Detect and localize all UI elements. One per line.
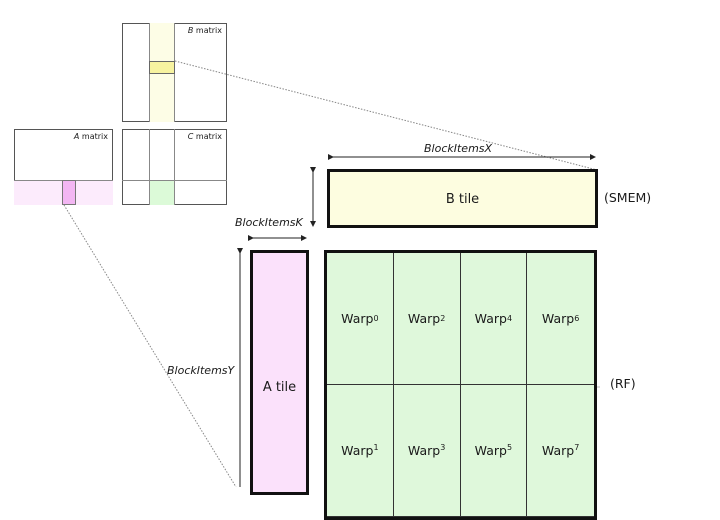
b-tile-label: B tile bbox=[445, 192, 480, 207]
b-matrix-highlight-block bbox=[149, 61, 175, 74]
rf-label: (RF) bbox=[610, 376, 636, 391]
b-matrix: B matrix bbox=[122, 23, 227, 122]
a-tile: A tile bbox=[250, 250, 309, 495]
a-tile-label: A tile bbox=[262, 380, 297, 395]
b-tile: B tile bbox=[327, 169, 598, 228]
a-matrix-highlight-block bbox=[62, 180, 76, 205]
c-matrix-label: C matrix bbox=[187, 132, 222, 141]
a-matrix: A matrix bbox=[14, 129, 113, 205]
c-matrix-row-line bbox=[122, 180, 227, 181]
b-matrix-label: B matrix bbox=[187, 26, 222, 35]
a-matrix-label: A matrix bbox=[73, 132, 108, 141]
c-matrix-column-lines bbox=[149, 129, 175, 205]
block-items-k-label: BlockItemsK bbox=[235, 216, 303, 229]
block-items-x-label: BlockItemsX bbox=[424, 142, 493, 155]
c-matrix: C matrix bbox=[122, 129, 227, 205]
block-items-y-label: BlockItemsY bbox=[167, 364, 235, 377]
c-matrix-highlight-block bbox=[149, 181, 175, 205]
smem-label: (SMEM) bbox=[604, 190, 652, 205]
